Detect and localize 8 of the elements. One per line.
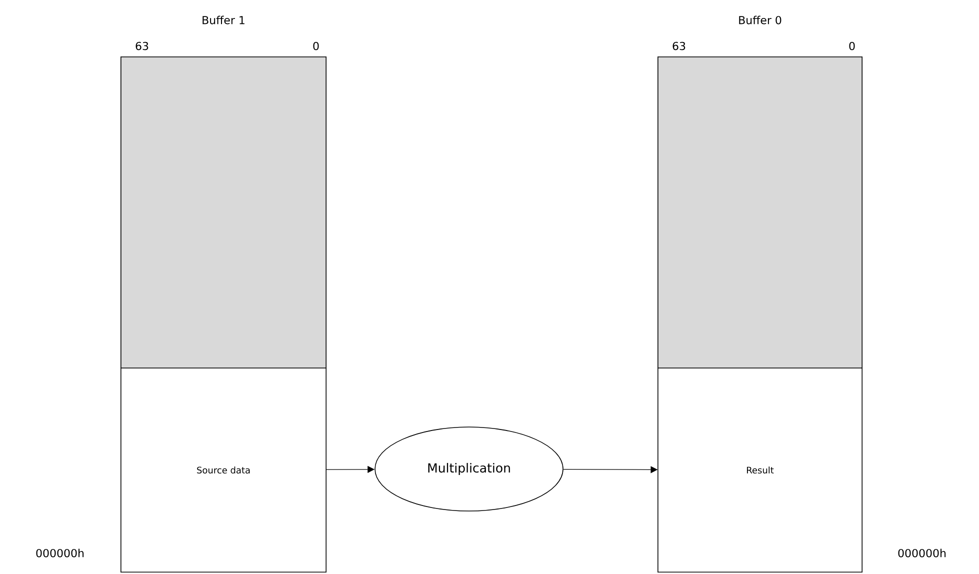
address-label: 000000h [898, 548, 946, 558]
buffer-region [120, 56, 326, 368]
node-label: Buffer 1 [202, 16, 244, 24]
buffer-region [658, 56, 862, 368]
data-region: Source data [120, 368, 326, 572]
data-region: Result [658, 368, 862, 572]
address-label: 000000h [36, 548, 84, 558]
node-label: Buffer 0 [739, 16, 782, 24]
